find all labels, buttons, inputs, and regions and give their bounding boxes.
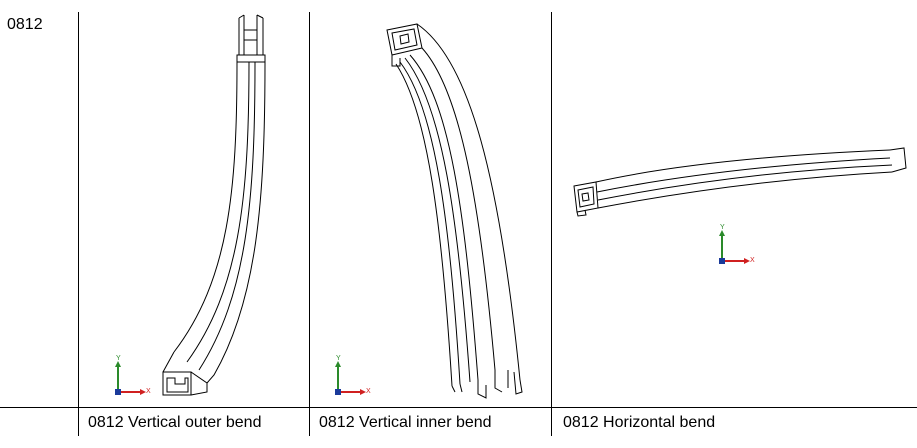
axis-x-label: X [366,388,371,395]
vertical-outer-bend-drawing [162,14,266,396]
figure-horizontal-bend: Y X [552,0,917,407]
column-divider-3 [551,12,552,436]
row-label: 0812 [7,16,43,33]
axis-y-label: Y [720,224,725,231]
axis-triad-icon [719,230,750,264]
caption-row-divider [0,407,917,408]
figure-vertical-outer-bend: Y X [79,0,309,407]
caption-horizontal-bend: 0812 Horizontal bend [563,414,716,431]
caption-vertical-inner-bend: 0812 Vertical inner bend [319,414,492,431]
axis-y-label: Y [116,355,121,362]
column-divider-1 [78,12,79,436]
axis-triad-icon [335,361,366,395]
axis-x-label: X [750,257,755,264]
horizontal-bend-drawing [573,147,907,217]
column-divider-2 [309,12,310,436]
vertical-inner-bend-drawing [386,23,523,399]
axis-x-label: X [146,388,151,395]
axis-triad-icon [115,361,146,395]
caption-vertical-outer-bend: 0812 Vertical outer bend [88,414,262,431]
axis-y-label: Y [336,355,341,362]
figure-vertical-inner-bend: Y X [310,0,551,407]
